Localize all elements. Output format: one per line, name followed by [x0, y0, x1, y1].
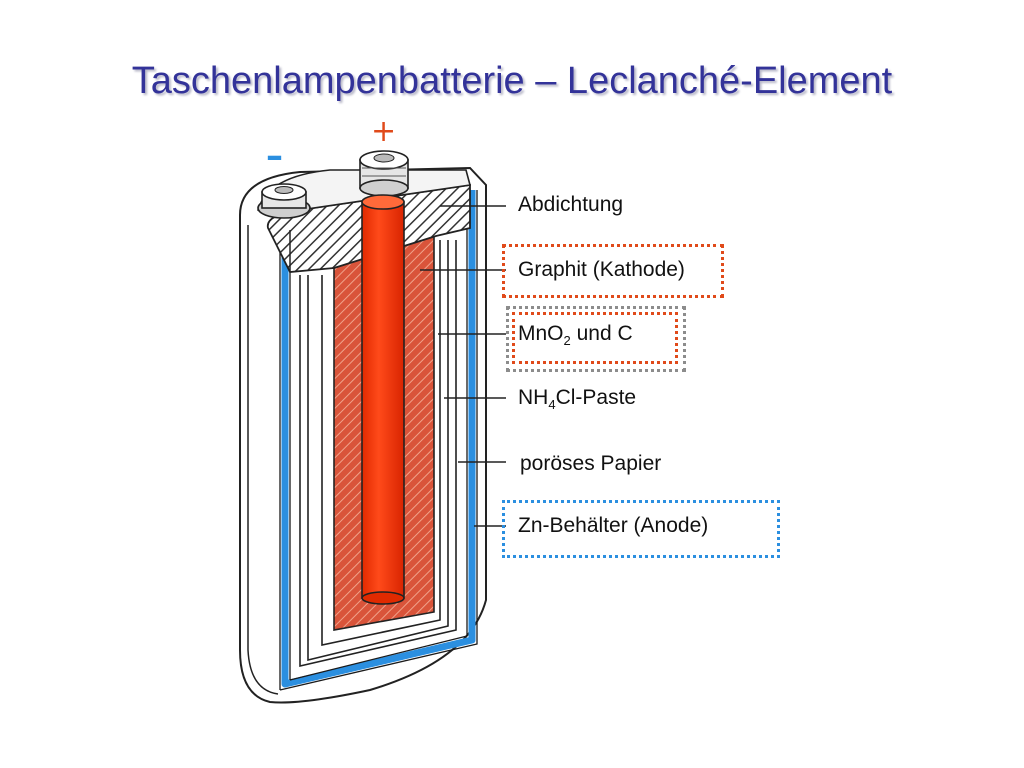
label-graphite: Graphit (Kathode) [518, 258, 685, 281]
label-zinc: Zn-Behälter (Anode) [518, 514, 709, 537]
label-paste-suffix: Cl-Paste [555, 386, 637, 409]
mno2-inner-highlight-box [512, 312, 678, 364]
leader-lines [420, 205, 506, 527]
label-paste: NH4Cl-Paste [518, 386, 636, 412]
label-seal: Abdichtung [518, 193, 624, 216]
label-mno2-prefix: MnO [518, 322, 564, 345]
minus-terminal-sign: – [266, 136, 283, 176]
inner-layers [299, 240, 457, 668]
label-mno2: MnO2 und C [518, 322, 633, 348]
label-mno2-suffix: und C [570, 322, 633, 345]
graphite-rod [361, 194, 405, 605]
label-paste-subscript: 4 [548, 397, 556, 413]
mno2-outer-highlight-box [506, 306, 686, 372]
plus-terminal-sign: + [371, 114, 397, 149]
label-paper: poröses Papier [520, 452, 662, 475]
label-paste-prefix: NH [518, 386, 549, 409]
graphite-highlight-box [502, 244, 724, 298]
label-mno2-subscript: 2 [563, 333, 571, 349]
zinc-container [281, 190, 476, 688]
zinc-highlight-box [502, 500, 780, 558]
plus-terminal-cap [359, 150, 409, 197]
minus-terminal-cap [257, 183, 311, 219]
slide-title: Taschenlampenbatterie – Leclanché-Elemen… [131, 60, 893, 102]
